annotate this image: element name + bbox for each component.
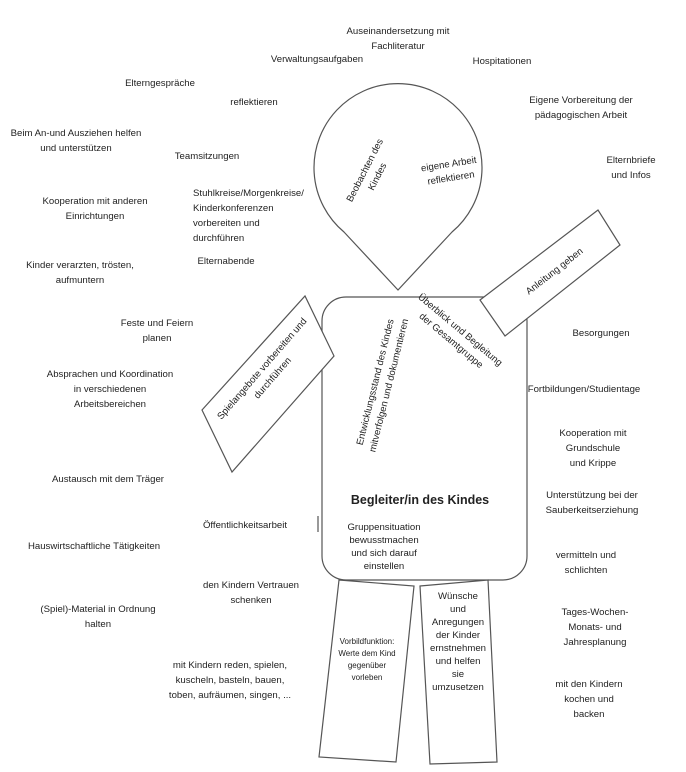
label-reflektieren: reflektieren [230,97,278,108]
body-group-text: Gruppensituation bewusstmachen und sich … [347,522,421,572]
label-verwaltung: Verwaltungsaufgaben [270,54,364,65]
label-absprachen: Absprachen und Koordination in verschied… [46,369,174,410]
label-feste: Feste und Feiern planen [120,318,194,344]
right-leg-text: Wünsche und Anregungen der Kinder ernstn… [430,591,486,693]
label-fortbildungen: Fortbildungen/Studientage [527,384,641,395]
label-kooperation-einrichtungen: Kooperation mit anderen Einrichtungen [42,196,148,222]
left-arm-shape [201,294,335,474]
right-arm-shape [479,209,621,337]
label-elternbriefe: Elternbriefe und Infos [606,155,656,181]
label-hauswirtschaft: Hauswirtschaftliche Tätigkeiten [27,541,161,552]
label-kooperation-grundschule: Kooperation mit Grundschule und Krippe [559,428,627,469]
label-auseinandersetzung: Auseinandersetzung mit Fachliteratur [346,26,450,52]
label-planung: Tages-Wochen-Monats- und Jahresplanung [561,607,629,648]
label-elternabende: Elternabende [197,256,255,267]
label-hospitationen: Hospitationen [472,56,532,67]
label-material: (Spiel)-Material in Ordnung halten [40,604,156,630]
label-reden: mit Kindern reden, spielen, kuscheln, ba… [168,660,292,701]
label-kochen: mit den Kindern kochen und backen [555,679,623,720]
label-besorgungen: Besorgungen [572,328,630,339]
label-schlichten: vermitteln und schlichten [555,550,617,576]
body-shape [321,296,528,581]
label-austausch: Austausch mit dem Träger [52,474,164,485]
right-leg-shape [419,579,498,765]
label-oeffentlichkeit: Öffentlichkeitsarbeit [202,520,288,531]
label-sauberkeit: Unterstützung bei der Sauberkeitserziehu… [545,490,639,516]
left-leg-text: Vorbildfunktion: Werte dem Kind gegenübe… [338,637,396,682]
label-vertrauen: den Kindern Vertrauen schenken [202,580,300,606]
head-shape [313,83,483,291]
figure-title: Begleiter/in des Kindes [350,493,490,507]
label-vorbereitung: Eigene Vorbereitung der pädagogischen Ar… [529,95,633,121]
label-elterngespraeche: Elterngespräche [125,78,195,89]
left-leg-shape [318,579,415,763]
label-anausziehen: Beim An-und Ausziehen helfen und unterst… [10,128,142,154]
label-stuhlkreise: Stuhlkreise/Morgenkreise/ Kinderkonferen… [193,188,304,244]
label-teamsitzungen: Teamsitzungen [174,151,240,162]
label-verarzten: Kinder verarzten, trösten, aufmuntern [26,260,134,286]
